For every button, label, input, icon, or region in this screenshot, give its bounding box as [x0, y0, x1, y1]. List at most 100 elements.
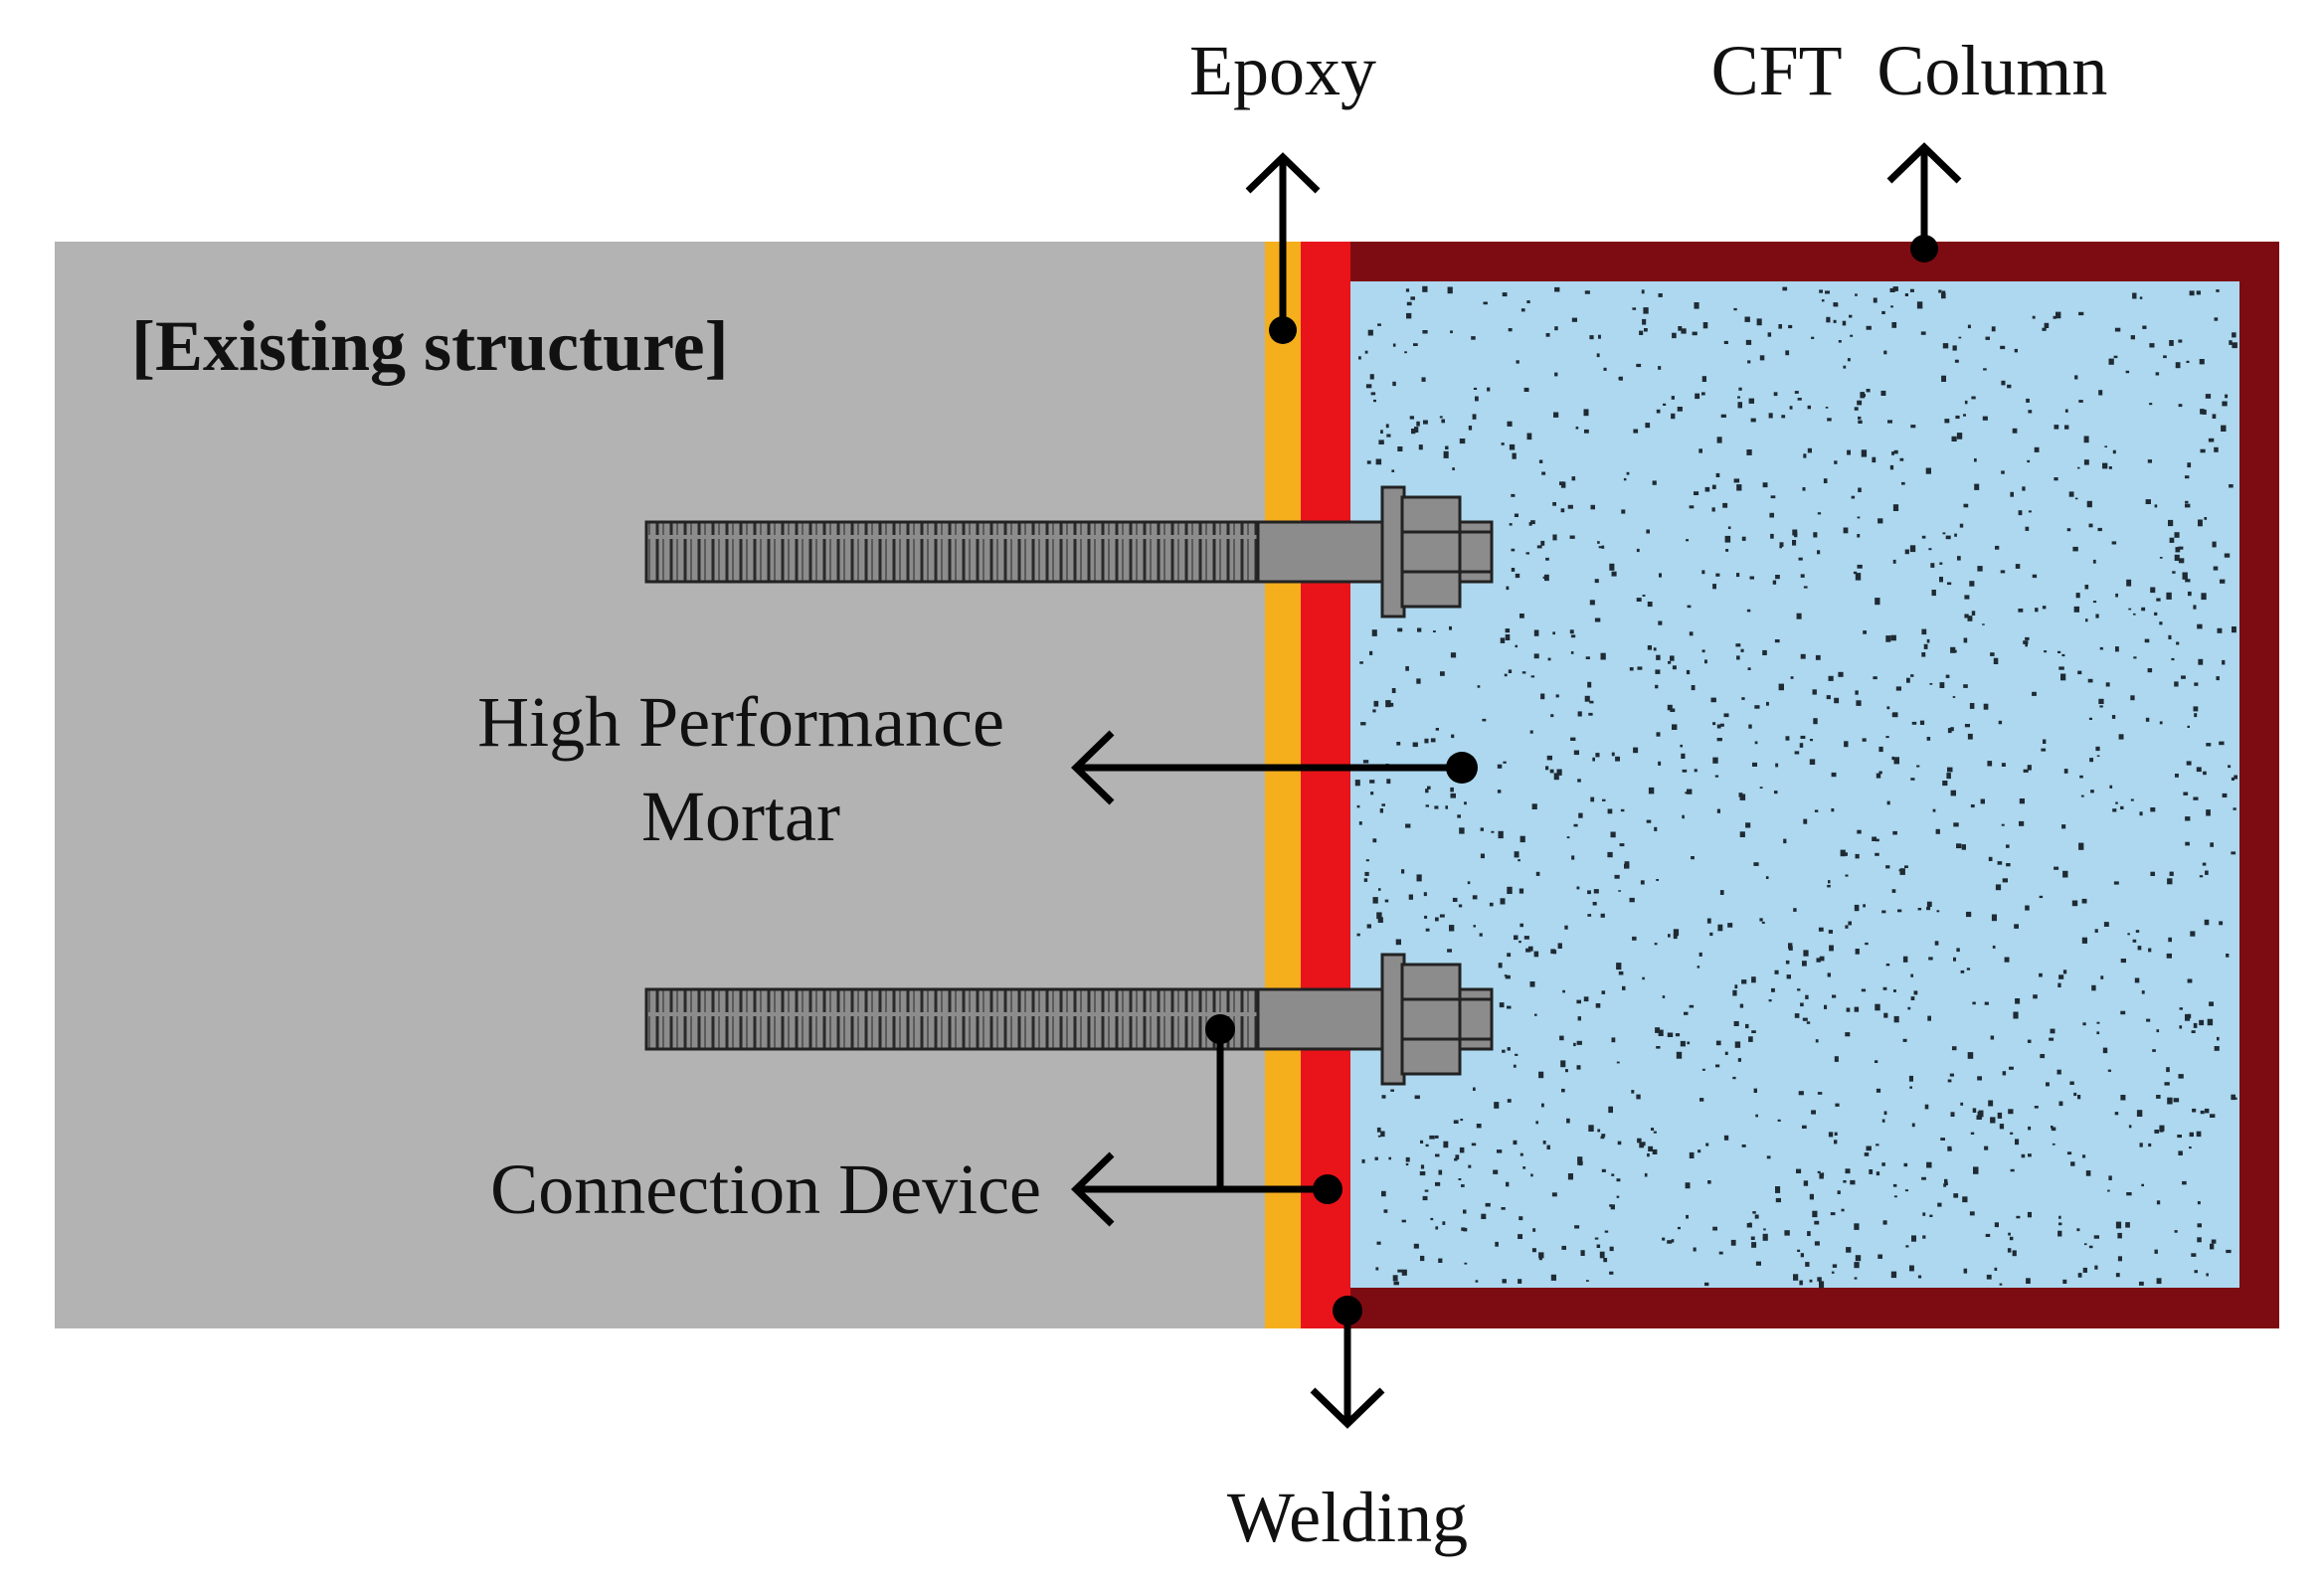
aggregate-dot [1998, 720, 2003, 725]
aggregate-dot [1893, 1015, 1899, 1023]
aggregate-dot [1459, 827, 1465, 834]
aggregate-dot [1479, 933, 1483, 937]
aggregate-dot [1472, 414, 1477, 420]
aggregate-dot [2191, 1030, 2196, 1033]
aggregate-dot [1869, 1169, 1874, 1174]
aggregate-dot [1445, 445, 1449, 449]
aggregate-dot [1418, 444, 1423, 450]
aggregate-dot [1504, 974, 1508, 977]
aggregate-dot [1976, 1115, 1982, 1120]
aggregate-dot [1701, 1068, 1705, 1071]
aggregate-dot [1775, 575, 1780, 580]
aggregate-dot [1405, 666, 1409, 671]
aggregate-dot [1832, 994, 1837, 998]
aggregate-dot [1451, 734, 1455, 739]
aggregate-dot [1793, 908, 1797, 912]
aggregate-dot [1712, 757, 1718, 764]
aggregate-dot [2051, 1126, 2054, 1129]
aggregate-dot [2072, 546, 2078, 552]
aggregate-dot [1963, 684, 1968, 688]
aggregate-dot [1505, 974, 1511, 979]
aggregate-dot [1514, 851, 1520, 858]
aggregate-dot [1971, 611, 1976, 616]
aggregate-dot [1934, 941, 1939, 946]
aggregate-dot [1881, 910, 1886, 914]
aggregate-dot [1916, 765, 1920, 768]
aggregate-dot [1594, 617, 1601, 622]
aggregate-dot [1376, 1127, 1381, 1133]
aggregate-dot [1687, 789, 1693, 794]
aggregate-dot [1435, 1153, 1440, 1157]
aggregate-dot [1802, 487, 1806, 491]
aggregate-dot [1917, 1275, 1922, 1279]
aggregate-dot [1857, 829, 1862, 834]
aggregate-dot [1827, 418, 1832, 422]
aggregate-dot [2093, 1235, 2099, 1239]
aggregate-dot [1552, 631, 1555, 635]
aggregate-dot [1735, 643, 1741, 647]
aggregate-dot [1744, 316, 1750, 322]
aggregate-dot [1416, 678, 1421, 684]
aggregate-dot [2211, 1239, 2217, 1244]
aggregate-dot [1692, 331, 1698, 336]
aggregate-dot [1598, 546, 1602, 549]
aggregate-dot [1607, 808, 1613, 814]
aggregate-dot [1571, 855, 1575, 860]
aggregate-dot [1723, 340, 1728, 344]
aggregate-dot [2044, 322, 2050, 328]
aggregate-dot [1926, 1161, 1932, 1168]
aggregate-dot [1955, 415, 1960, 420]
aggregate-dot [1922, 1212, 1926, 1216]
aggregate-dot [1623, 477, 1627, 481]
aggregate-dot [1825, 407, 1829, 409]
aggregate-dot [1629, 667, 1634, 671]
aggregate-dot [2156, 598, 2161, 602]
aggregate-dot [1802, 961, 1807, 967]
aggregate-dot [1414, 1095, 1420, 1100]
aggregate-dot [1963, 414, 1966, 417]
aggregate-dot [1425, 928, 1430, 932]
aggregate-dot [1954, 359, 1959, 363]
aggregate-dot [1947, 1079, 1952, 1083]
aggregate-dot [1647, 1152, 1650, 1157]
aggregate-dot [1908, 1075, 1913, 1082]
aggregate-dot [1505, 628, 1511, 633]
aggregate-dot [1561, 1245, 1566, 1250]
aggregate-dot [1672, 724, 1678, 730]
aggregate-dot [2229, 340, 2233, 345]
aggregate-dot [1803, 1180, 1809, 1186]
aggregate-dot [1817, 512, 1822, 515]
aggregate-dot [1947, 767, 1953, 773]
aggregate-dot [1819, 289, 1823, 293]
aggregate-dot [1845, 925, 1849, 929]
aggregate-dot [1570, 651, 1574, 654]
aggregate-dot [1770, 495, 1776, 499]
aggregate-dot [2214, 446, 2219, 452]
aggregate-dot [1910, 996, 1915, 1000]
aggregate-dot [1901, 481, 1905, 485]
aggregate-dot [2201, 593, 2207, 601]
aggregate-dot [1967, 733, 1973, 740]
aggregate-dot [1834, 1132, 1838, 1136]
aggregate-dot [1904, 293, 1908, 296]
aggregate-dot [1736, 484, 1742, 491]
aggregate-dot [1873, 297, 1877, 303]
aggregate-dot [1746, 1223, 1752, 1228]
aggregate-dot [2032, 315, 2036, 319]
aggregate-dot [1578, 812, 1583, 818]
aggregate-dot [2232, 342, 2237, 349]
aggregate-dot [1882, 1220, 1887, 1225]
aggregate-dot [1850, 334, 1854, 337]
aggregate-dot [1944, 1178, 1948, 1183]
aggregate-dot [1608, 1106, 1613, 1114]
aggregate-dot [2083, 459, 2089, 465]
aggregate-dot [1525, 948, 1531, 953]
aggregate-dot [1370, 792, 1374, 795]
aggregate-dot [1422, 285, 1428, 292]
aggregate-dot [1536, 545, 1542, 549]
aggregate-dot [1885, 865, 1890, 869]
aggregate-dot [1794, 751, 1800, 755]
aggregate-dot [1715, 472, 1720, 477]
aggregate-dot [1616, 963, 1622, 970]
aggregate-dot [1838, 671, 1844, 677]
